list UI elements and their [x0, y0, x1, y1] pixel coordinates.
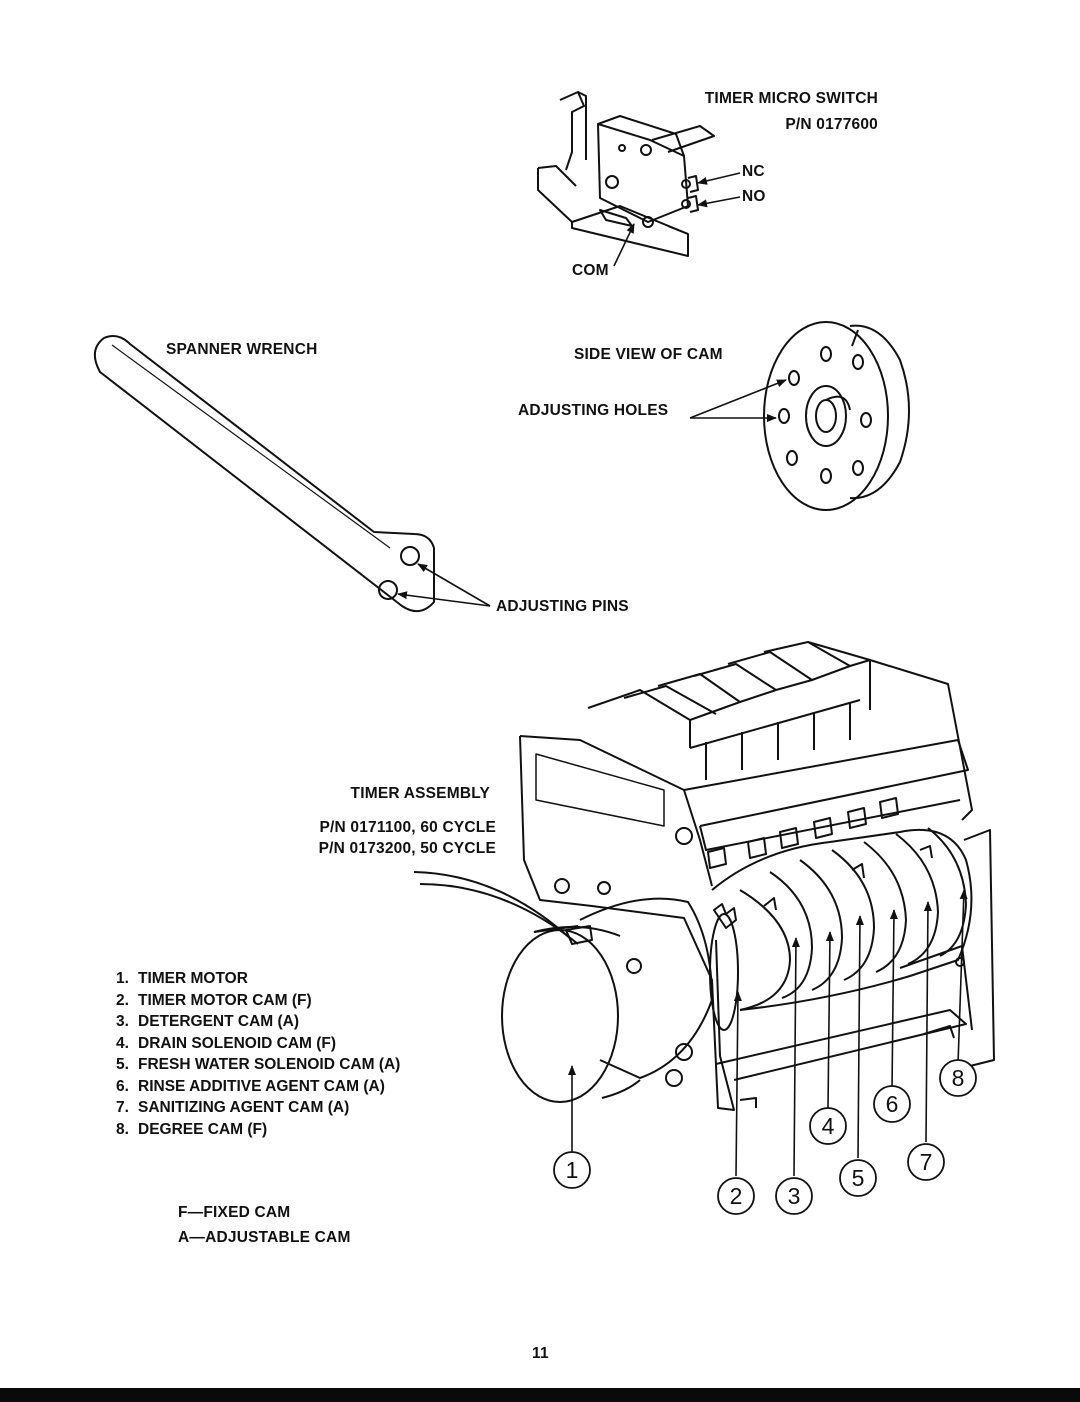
legend-item: 4.DRAIN SOLENOID CAM (F) [116, 1034, 337, 1052]
callout-circles [553, 1059, 977, 1215]
timer-assembly-pn-50: P/N 0173200, 50 CYCLE [318, 840, 496, 857]
page-number: 11 [532, 1345, 549, 1362]
callout-5: 5 [852, 1165, 865, 1191]
callout-7: 7 [920, 1149, 933, 1175]
micro-switch-drawing [537, 91, 715, 257]
legend-item: 3.DETERGENT CAM (A) [116, 1013, 300, 1030]
legend-item: 7.SANITIZING AGENT CAM (A) [116, 1099, 350, 1116]
callout-8: 8 [952, 1065, 965, 1091]
no-label: NO [742, 188, 766, 205]
legend-item: 8.DEGREE CAM (F) [116, 1120, 268, 1138]
cam-side-view-drawing [763, 321, 910, 511]
adjustable-cam-note: A—ADJUSTABLE CAM [178, 1229, 351, 1246]
nc-label: NC [742, 163, 765, 180]
spanner-wrench-title: SPANNER WRENCH [166, 341, 318, 358]
micro-switch-part-number: P/N 0177600 [785, 116, 878, 133]
page-footer-bar [0, 1388, 1080, 1402]
callout-4: 4 [822, 1113, 835, 1139]
legend-item: 2.TIMER MOTOR CAM (F) [116, 991, 312, 1009]
callout-3: 3 [788, 1183, 801, 1209]
legend-item: 6.RINSE ADDITIVE AGENT CAM (A) [116, 1077, 385, 1095]
timer-assembly-title: TIMER ASSEMBLY [350, 785, 490, 802]
adjusting-pins-label: ADJUSTING PINS [496, 598, 629, 615]
com-label: COM [572, 262, 609, 279]
callout-leaders [568, 889, 968, 1177]
fixed-cam-note: F—FIXED CAM [178, 1204, 291, 1221]
legend-item: 1.TIMER MOTOR [116, 970, 248, 987]
adjusting-holes-label: ADJUSTING HOLES [518, 402, 669, 419]
callout-6: 6 [886, 1091, 899, 1117]
spanner-wrench-drawing [93, 335, 435, 613]
timer-assembly-drawing [413, 641, 995, 1111]
micro-switch-title: TIMER MICRO SWITCH [704, 90, 878, 107]
callout-1: 1 [566, 1157, 579, 1183]
callout-2: 2 [730, 1183, 743, 1209]
cam-side-view-title: SIDE VIEW OF CAM [574, 346, 723, 363]
parts-legend: 1.TIMER MOTOR 2.TIMER MOTOR CAM (F) 3.DE… [116, 968, 400, 1140]
timer-assembly-pn-60: P/N 0171100, 60 CYCLE [319, 819, 496, 836]
legend-item: 5.FRESH WATER SOLENOID CAM (A) [116, 1056, 401, 1073]
callout-numbers: 1 2 3 4 5 6 7 8 [566, 1065, 965, 1209]
